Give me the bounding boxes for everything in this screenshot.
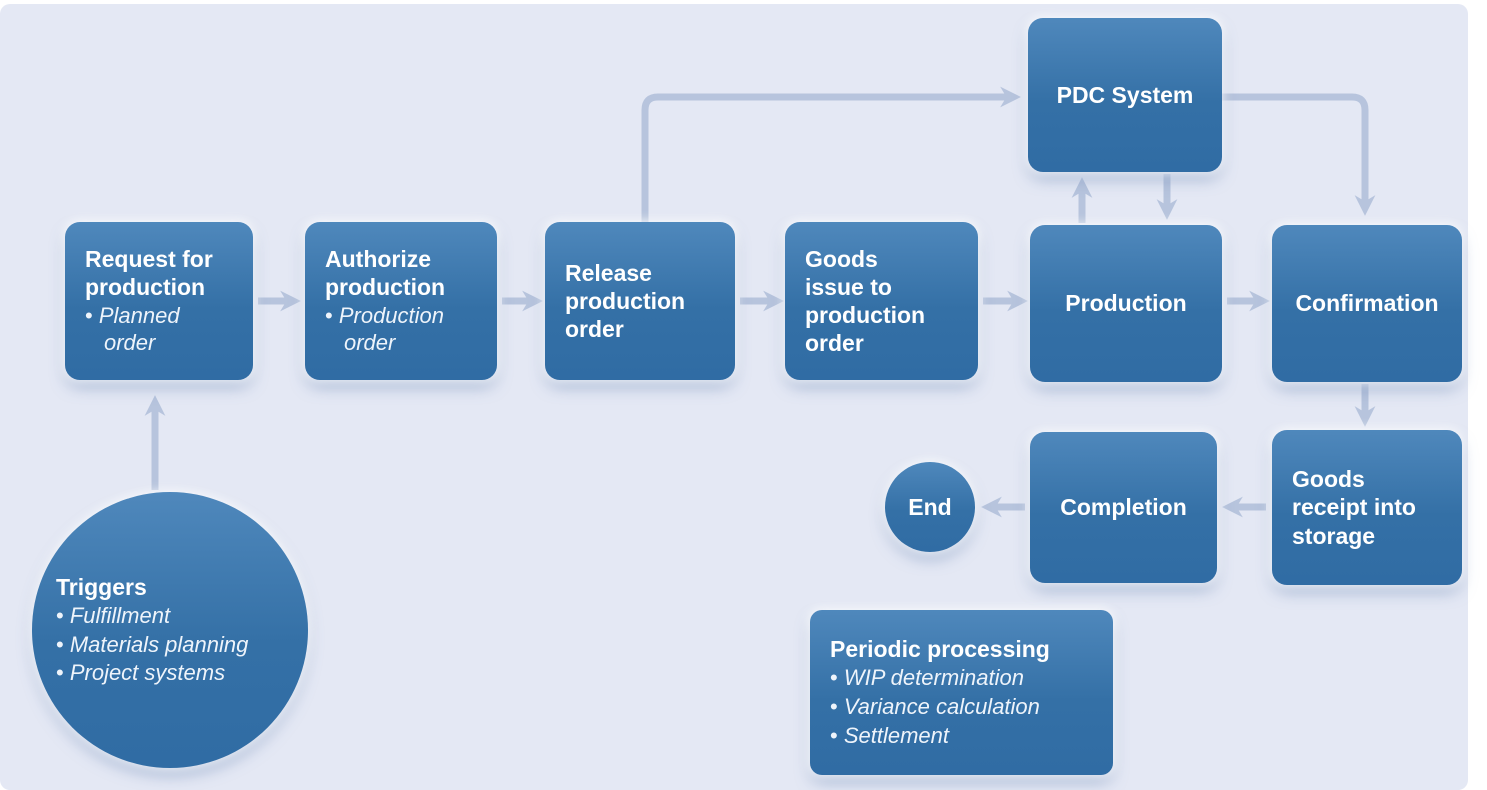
bullet-item: Fulfillment <box>56 603 170 630</box>
bullet-item: Planned order <box>85 303 233 357</box>
bullet-item: Project systems <box>56 660 225 687</box>
node-title: Goods receipt into storage <box>1292 466 1416 549</box>
node-title: Release production order <box>565 259 686 343</box>
node-release-production-order: Release production order <box>545 222 735 380</box>
connector-release-to-pdc <box>641 86 1021 222</box>
node-title: Authorize production <box>325 246 446 301</box>
node-end: End <box>885 462 975 552</box>
node-title: Production <box>1065 290 1187 317</box>
node-production: Production <box>1030 225 1222 382</box>
node-title: PDC System <box>1056 81 1194 108</box>
node-confirmation: Confirmation <box>1272 225 1462 382</box>
bullet-item: Production order <box>325 303 477 357</box>
node-request-for-production: Request for production Planned order <box>65 222 253 380</box>
node-title: Request for production <box>85 246 213 301</box>
node-title: Goods issue to production order <box>805 245 926 357</box>
bullet-item: Variance calculation <box>830 694 1040 721</box>
node-title: Triggers <box>56 573 147 600</box>
node-goods-issue-to-production-order: Goods issue to production order <box>785 222 978 380</box>
node-completion: Completion <box>1030 432 1217 583</box>
node-pdc-system: PDC System <box>1028 18 1222 172</box>
bullet-item: WIP determination <box>830 665 1024 692</box>
node-title: Periodic processing <box>830 636 1050 663</box>
connector-pdc-to-confirmation <box>1222 93 1376 216</box>
node-title: Completion <box>1060 494 1187 521</box>
node-authorize-production: Authorize production Production order <box>305 222 497 380</box>
node-title: Confirmation <box>1295 290 1439 317</box>
node-triggers: Triggers Fulfillment Materials planning … <box>32 492 308 768</box>
bullet-item: Settlement <box>830 723 949 750</box>
bullet-item: Materials planning <box>56 632 249 659</box>
node-title: End <box>908 493 952 520</box>
node-periodic-processing: Periodic processing WIP determination Va… <box>810 610 1113 775</box>
node-goods-receipt-into-storage: Goods receipt into storage <box>1272 430 1462 585</box>
